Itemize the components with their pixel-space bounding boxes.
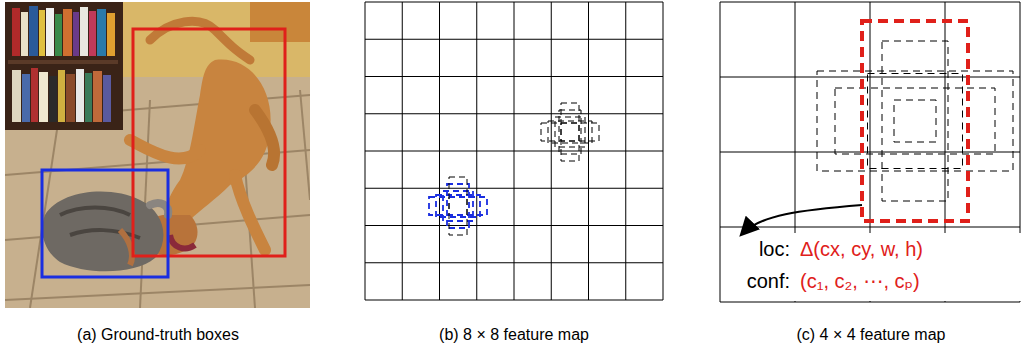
default-box: [548, 121, 592, 143]
default-boxes: [429, 103, 599, 235]
ground-truth-box: [133, 29, 285, 256]
default-box: [436, 195, 480, 217]
text-ground: [721, 233, 1021, 301]
feature-grid: [365, 2, 663, 300]
default-box: [449, 177, 467, 235]
default-box: [561, 103, 579, 161]
default-boxes: [817, 21, 1013, 221]
default-box: [447, 184, 469, 228]
default-box: [835, 88, 995, 154]
grid-line: [365, 300, 663, 301]
grid-line: [365, 151, 663, 152]
grid-line: [365, 262, 663, 263]
prediction-label: loc:: [757, 238, 792, 261]
default-box: [449, 197, 467, 215]
default-box: [882, 41, 948, 201]
prediction-label: Δ(cx, cy, w, h): [798, 238, 925, 261]
feature-grid: [720, 2, 1020, 302]
grid-line: [551, 2, 552, 300]
subfigure-caption: (c) 4 × 4 feature map: [797, 326, 946, 344]
photo: [5, 2, 310, 308]
default-box: [862, 21, 968, 221]
prediction-label: (c₁, c₂, ⋯, cₚ): [798, 270, 922, 293]
subfigure-caption: (a) Ground-truth boxes: [77, 326, 239, 344]
prediction-label: conf:: [745, 270, 792, 293]
ground-truth-box: [42, 170, 168, 277]
default-box: [894, 100, 936, 142]
default-box: [561, 123, 579, 141]
default-box: [559, 110, 581, 154]
default-box: [817, 71, 1013, 171]
grid-line: [625, 2, 626, 300]
pointer-arrow: [742, 205, 862, 234]
grid-line: [720, 302, 1020, 303]
subfigure-caption: (b) 8 × 8 feature map: [439, 326, 589, 344]
default-box: [429, 197, 487, 215]
grid-line: [720, 227, 1020, 228]
grid-line: [588, 2, 589, 300]
grid-line: [720, 152, 1020, 153]
default-box: [541, 123, 599, 141]
grid-line: [663, 2, 664, 300]
grid-line: [365, 188, 663, 189]
grid-line: [365, 225, 663, 226]
